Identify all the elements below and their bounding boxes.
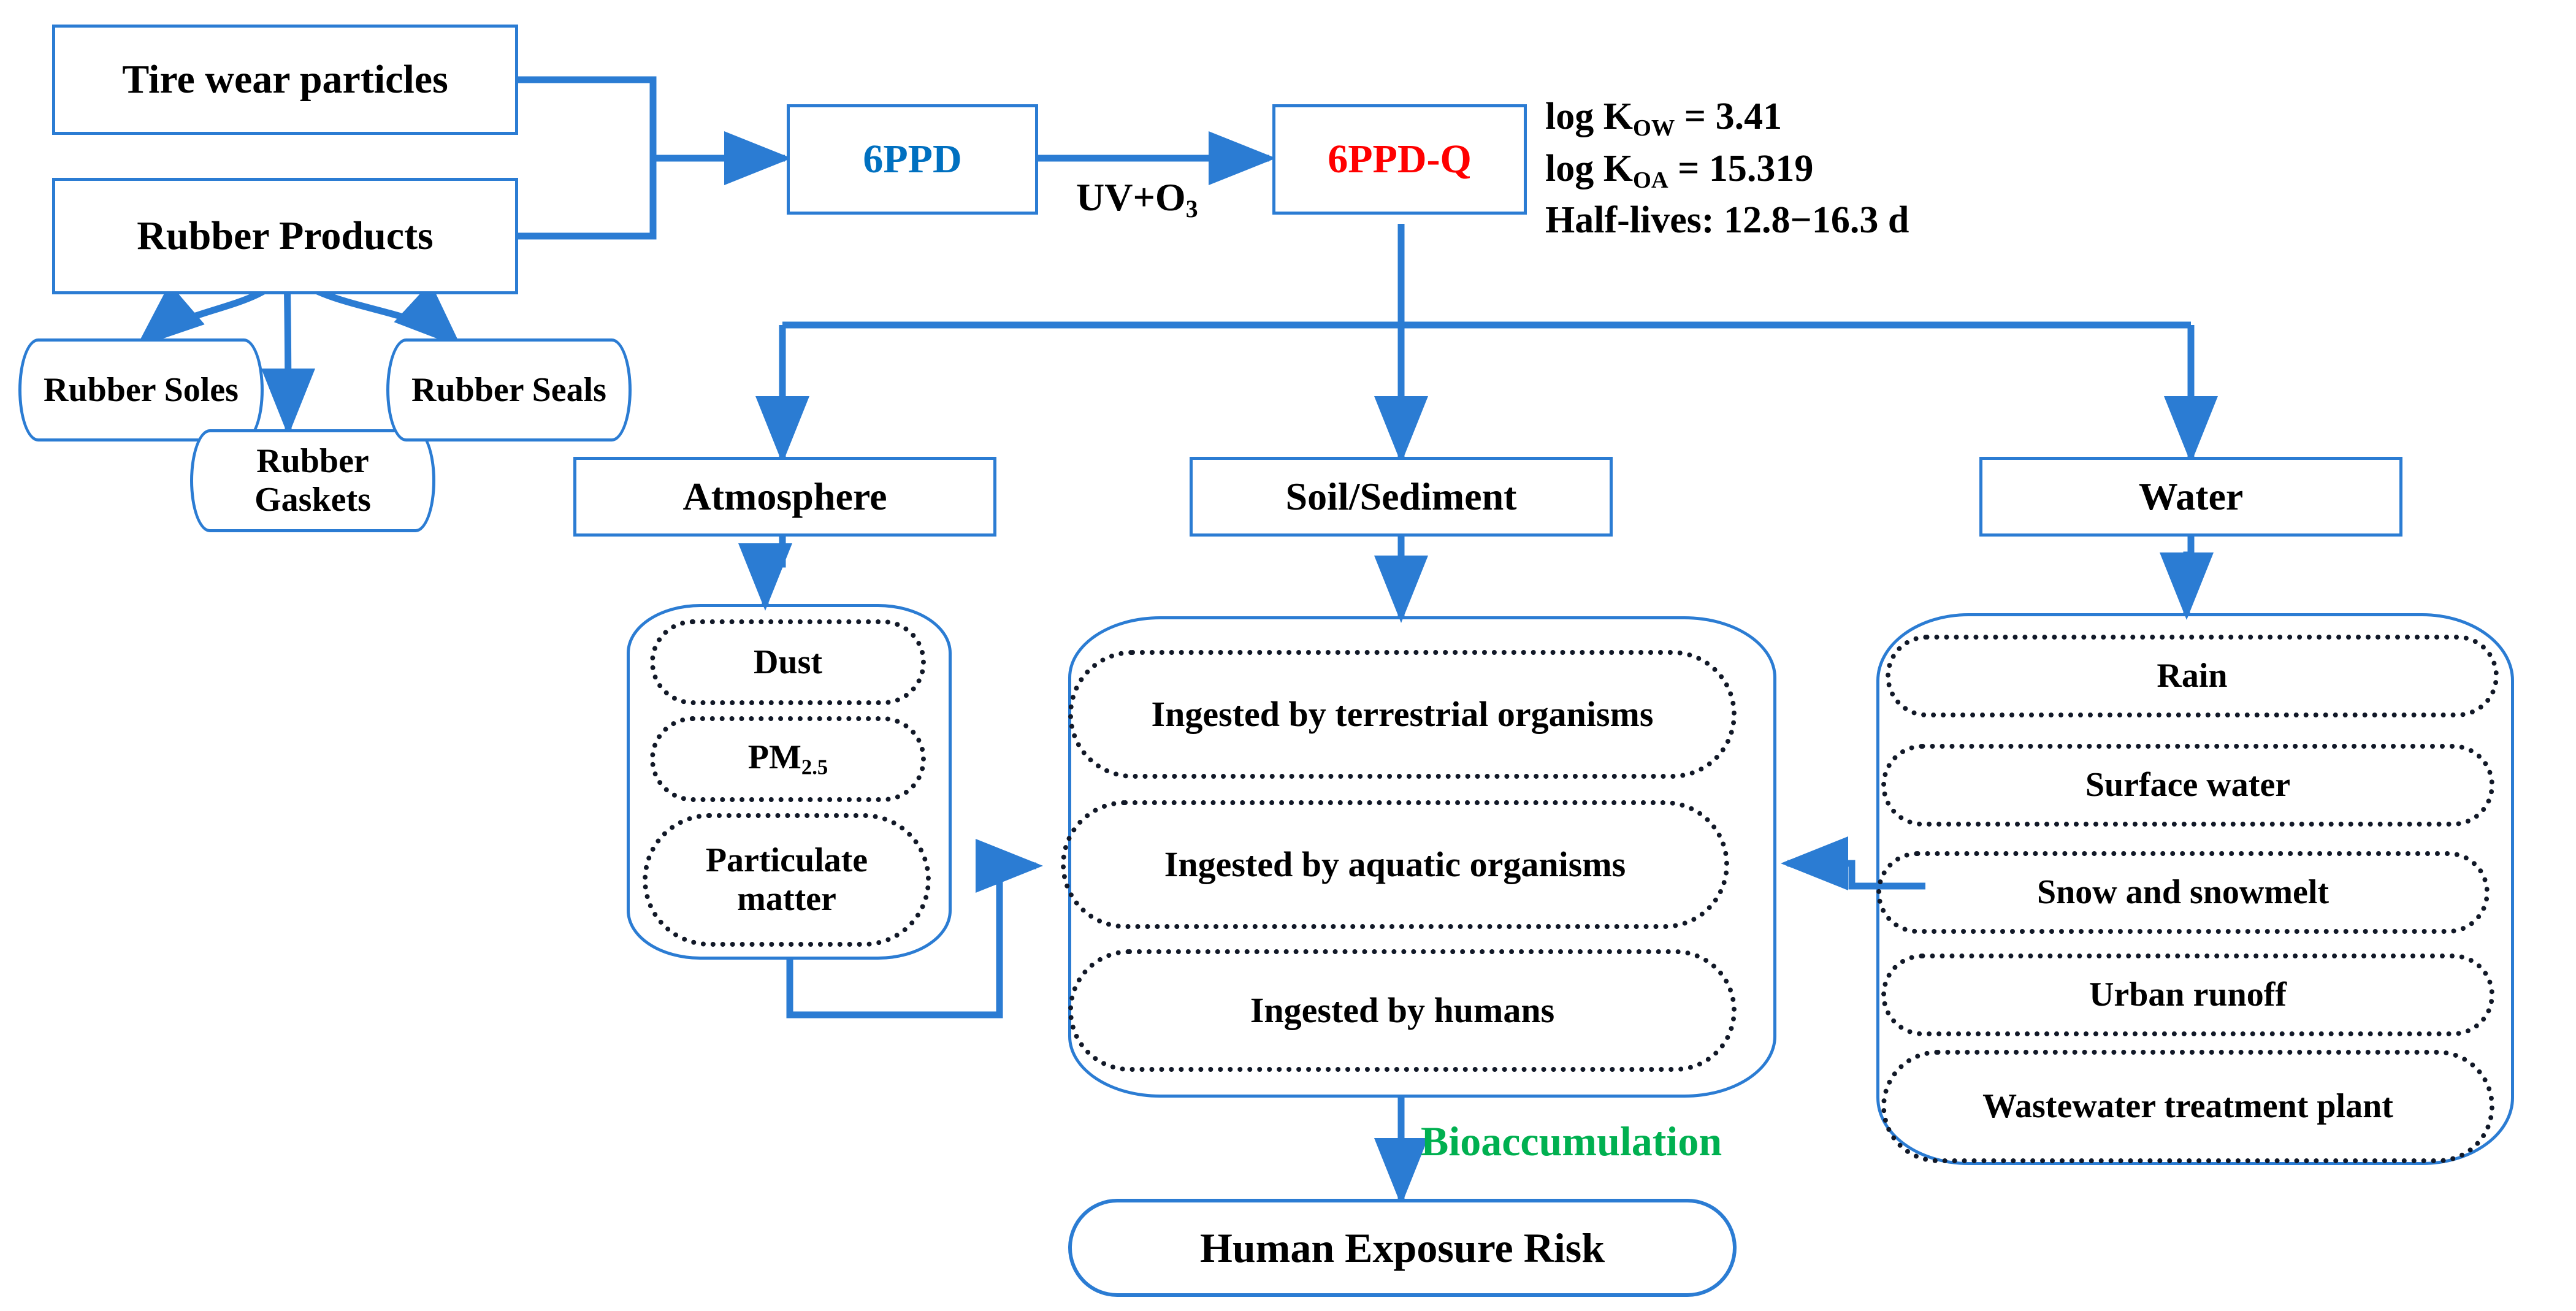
item-label: Rain <box>2157 657 2228 695</box>
physchem-properties: log KOW = 3.41 log KOA = 15.319 Half-liv… <box>1545 92 1909 245</box>
node-human-exposure-risk[interactable]: Human Exposure Risk <box>1068 1199 1737 1297</box>
label-bioaccumulation: Bioaccumulation <box>1421 1118 1722 1164</box>
node-label: Human Exposure Risk <box>1199 1224 1605 1271</box>
node-label: 6PPD <box>863 137 962 182</box>
node-label: Rubber Seals <box>411 370 606 409</box>
item-ingested-humans[interactable]: Ingested by humans <box>1068 949 1737 1072</box>
edge-particles-to-soil <box>786 839 1043 1019</box>
node-6ppd[interactable]: 6PPD <box>787 104 1038 215</box>
node-rubber-products[interactable]: Rubber Products <box>52 178 518 294</box>
uv-ozone-main: UV+O <box>1076 175 1186 219</box>
node-label: Soil/Sediment <box>1285 475 1517 519</box>
item-pm25[interactable]: PM2.5 <box>650 716 926 802</box>
uv-ozone-sub: 3 <box>1185 196 1198 223</box>
node-water[interactable]: Water <box>1979 457 2402 537</box>
item-label: Ingested by terrestrial organisms <box>1151 694 1654 734</box>
edge-atmosphere-to-particles <box>738 537 792 611</box>
item-particulate-matter[interactable]: Particulate matter <box>643 813 931 947</box>
item-rain[interactable]: Rain <box>1886 635 2499 717</box>
node-atmosphere[interactable]: Atmosphere <box>573 457 996 537</box>
item-label: Particulate matter <box>705 841 868 918</box>
item-label: Ingested by aquatic organisms <box>1164 844 1626 884</box>
property-half-lives: Half-lives: 12.8−16.3 d <box>1545 199 1909 242</box>
item-label: Wastewater treatment plant <box>1982 1087 2393 1126</box>
edge-rubber-to-gaskets <box>261 269 315 436</box>
item-dust[interactable]: Dust <box>650 619 926 705</box>
item-ingested-aquatic[interactable]: Ingested by aquatic organisms <box>1061 800 1729 929</box>
node-label: Water <box>2138 475 2244 519</box>
edge-tire-to-6ppd <box>518 76 792 185</box>
node-label: Atmosphere <box>682 475 887 519</box>
node-label: Rubber Gaskets <box>254 442 371 519</box>
node-soil-sediment[interactable]: Soil/Sediment <box>1190 457 1613 537</box>
property-logkow: log KOW = 3.41 <box>1545 96 1783 141</box>
item-label: Snow and snowmelt <box>2036 873 2329 912</box>
node-tire-wear-particles[interactable]: Tire wear particles <box>52 25 518 135</box>
property-logkoa: log KOA = 15.319 <box>1545 147 1814 193</box>
label-uv-ozone: UV+O3 <box>1076 175 1198 223</box>
item-label: Urban runoff <box>2089 976 2287 1014</box>
node-label: Rubber Products <box>137 213 434 259</box>
item-urban-runoff[interactable]: Urban runoff <box>1881 954 2494 1036</box>
item-wastewater-treatment-plant[interactable]: Wastewater treatment plant <box>1881 1050 2494 1163</box>
edge-water-to-cluster <box>2160 537 2214 620</box>
node-label: 6PPD-Q <box>1328 137 1472 182</box>
item-ingested-terrestrial[interactable]: Ingested by terrestrial organisms <box>1068 650 1737 779</box>
item-label: PM2.5 <box>747 738 828 779</box>
cluster-atmosphere-forms <box>627 604 952 960</box>
node-rubber-gaskets[interactable]: Rubber Gaskets <box>190 429 435 532</box>
item-label: Ingested by humans <box>1250 990 1555 1030</box>
item-label: Surface water <box>2085 766 2291 805</box>
item-snow-and-snowmelt[interactable]: Snow and snowmelt <box>1876 851 2490 934</box>
node-6ppd-q[interactable]: 6PPD-Q <box>1272 104 1527 215</box>
node-label: Tire wear particles <box>122 57 448 102</box>
edge-rubber-to-merge <box>518 158 657 240</box>
node-rubber-soles[interactable]: Rubber Soles <box>18 338 264 441</box>
item-label: Dust <box>753 643 823 681</box>
node-rubber-seals[interactable]: Rubber Seals <box>386 338 632 441</box>
node-label: Rubber Soles <box>44 370 239 409</box>
item-surface-water[interactable]: Surface water <box>1881 744 2494 827</box>
